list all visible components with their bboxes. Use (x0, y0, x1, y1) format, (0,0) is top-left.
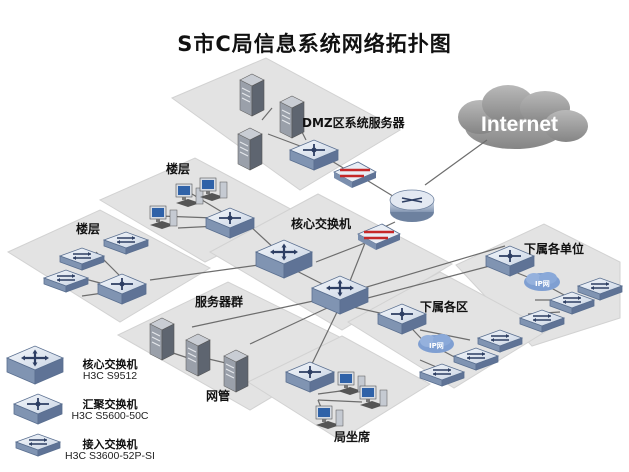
legend-core-model: H3C S9512 (82, 370, 138, 382)
netmgmt-label: 网管 (206, 389, 231, 403)
ipnet-label-2: IP网 (429, 342, 444, 350)
platform-floor-lower (6, 209, 212, 323)
legend-core-name: 核心交换机 (82, 358, 138, 371)
router (389, 189, 435, 222)
firewall-top (333, 161, 377, 188)
ipnet-label-1: IP网 (535, 280, 550, 288)
bureau-seat-label: 局坐席 (334, 430, 371, 444)
sub-unit-label: 下属各单位 (524, 242, 585, 256)
dmz-label: DMZ区系统服务器 (302, 116, 405, 130)
core-switch-label: 核心交换机 (291, 217, 352, 231)
floor-upper-label: 楼层 (166, 162, 191, 176)
sub-district-label: 下属各区 (420, 300, 469, 314)
legend-agg-model: H3C S5600-50C (71, 410, 149, 422)
firewall-core (357, 223, 401, 250)
server-group-label: 服务器群 (195, 295, 244, 309)
legend-access-model: H3C S3600-52P-SI (65, 450, 155, 462)
legend-access-name: 接入交换机 (82, 438, 138, 451)
internet-cloud (458, 85, 588, 149)
diagram-title: S市C局信息系统网络拓扑图 (177, 32, 452, 56)
legend-agg-name: 汇聚交换机 (82, 398, 138, 411)
internet-label: Internet (481, 113, 559, 136)
floor-lower-label: 楼层 (76, 222, 101, 236)
platform-bureau-seat (246, 335, 431, 441)
